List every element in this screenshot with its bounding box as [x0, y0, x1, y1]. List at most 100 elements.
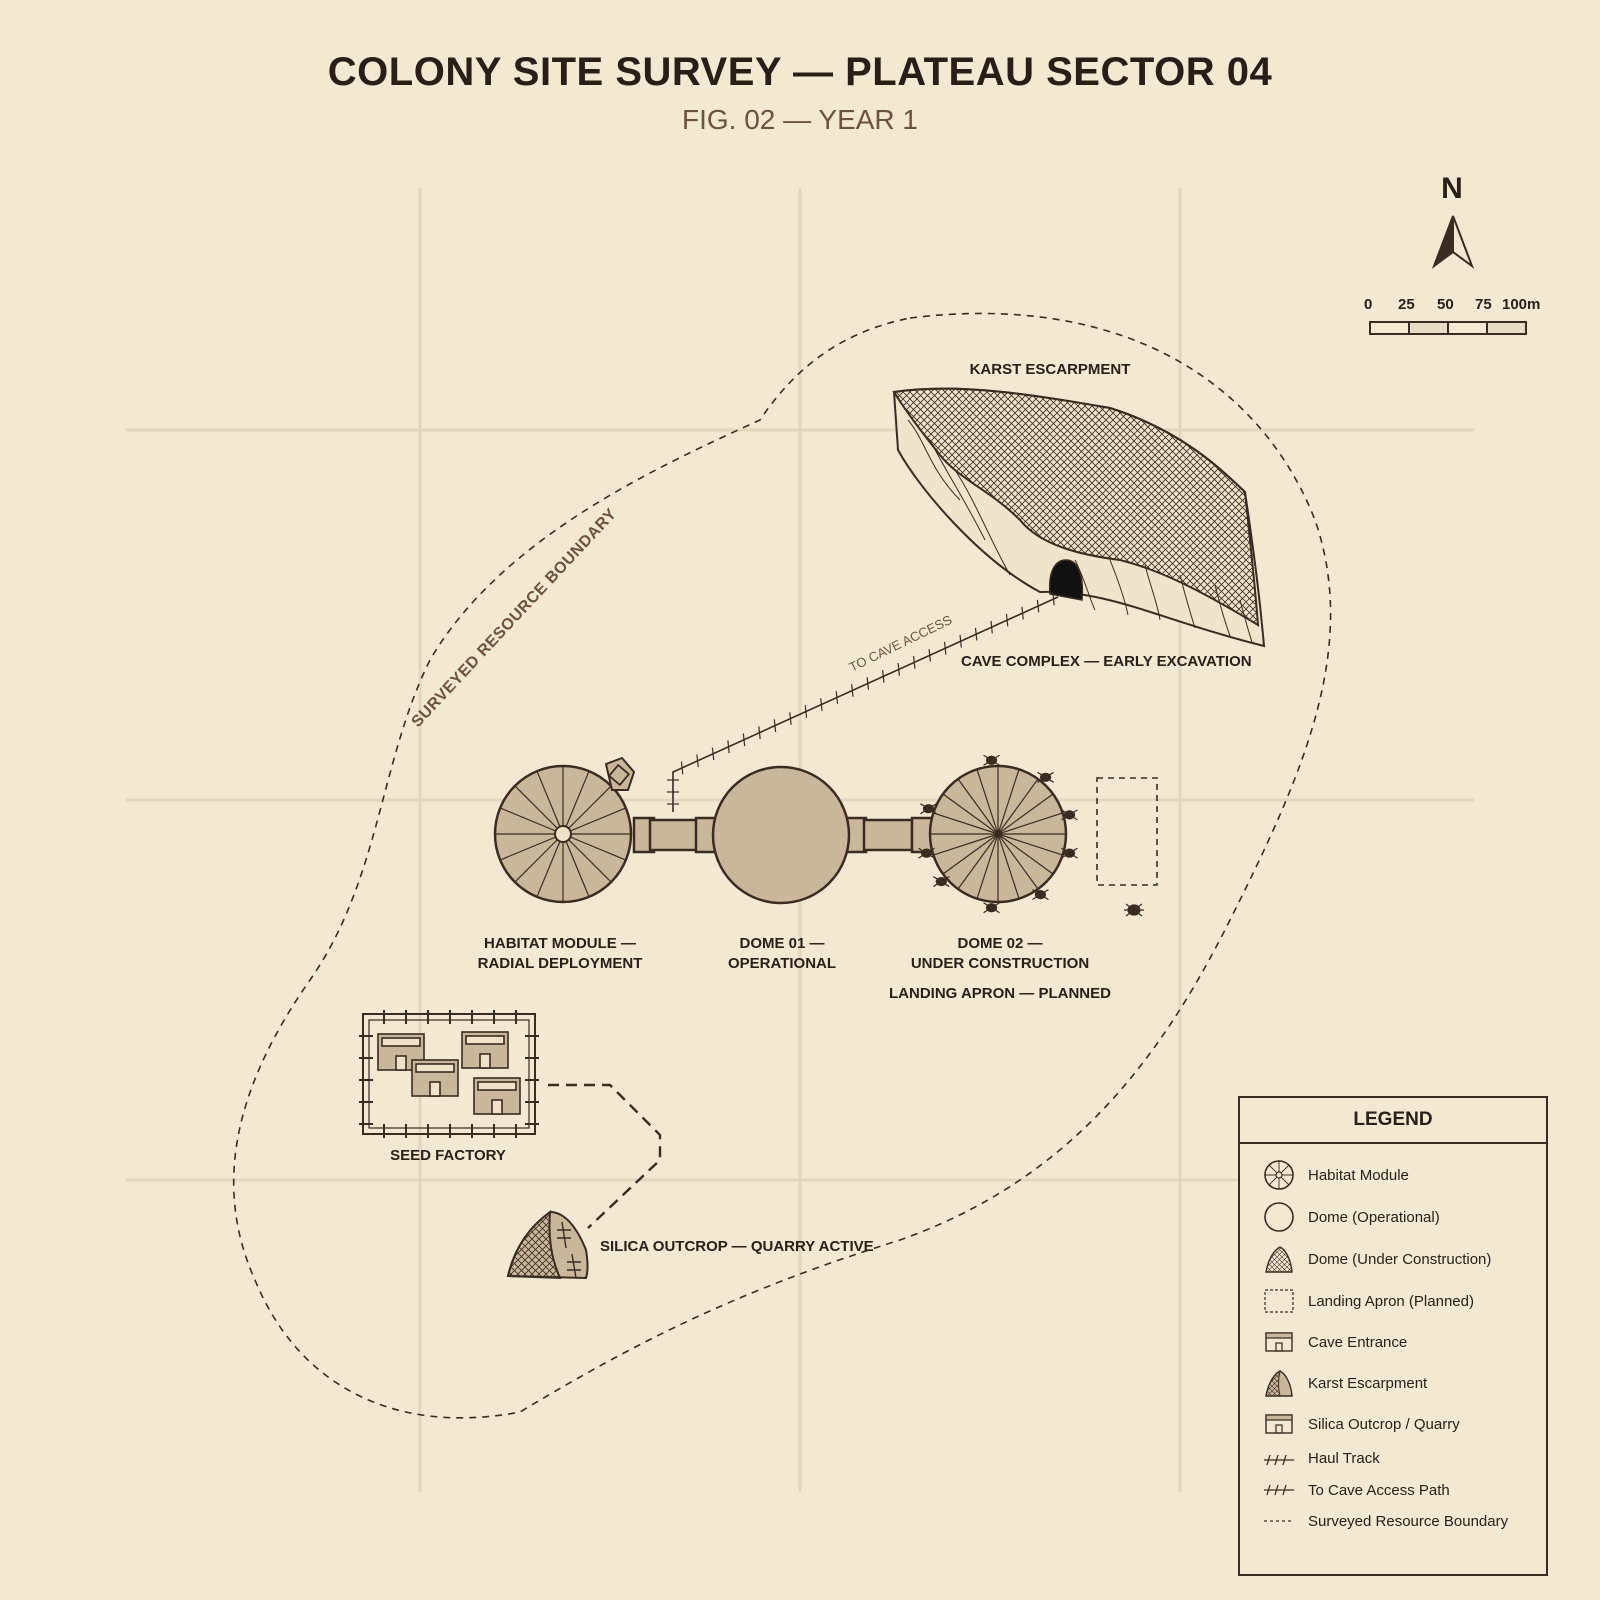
track-tick — [974, 627, 978, 641]
spoke-line — [933, 833, 999, 856]
track-tick — [696, 754, 699, 768]
resource-boundary-line — [232, 312, 1332, 1419]
legend-label-silica: Silica Outcrop / Quarry — [1308, 1415, 1460, 1433]
landing-apron — [1096, 777, 1158, 886]
track-tick — [990, 620, 993, 634]
legend-label-landing-apron: Landing Apron (Planned) — [1308, 1292, 1474, 1310]
track-tick — [773, 719, 777, 733]
spoke-line — [942, 833, 999, 875]
legend-item-boundary: Surveyed Resource Boundary — [1262, 1504, 1508, 1538]
scale-tick-100m: 100m — [1502, 296, 1541, 313]
construction-bot-legs — [983, 754, 1000, 766]
spoke-line — [562, 807, 627, 835]
track-tick — [789, 712, 792, 725]
track-tick — [820, 698, 823, 711]
habitat-label-line2: RADIAL DEPLOYMENT — [477, 955, 643, 972]
track-tick — [959, 634, 962, 648]
scale-tick-50: 50 — [1437, 296, 1454, 313]
seed-factory — [359, 1010, 539, 1138]
landing-apron-icon — [1264, 1289, 1294, 1313]
track-tick — [1005, 613, 1009, 627]
construction-bot-legs — [983, 902, 1000, 914]
track-tick — [866, 677, 870, 690]
spoke-line — [997, 833, 1039, 890]
boundary-line-icon — [1264, 1520, 1294, 1522]
karst-escarpment — [892, 387, 1266, 648]
spoke-line — [957, 778, 999, 835]
track-tick — [928, 648, 931, 662]
spoke-line — [933, 812, 999, 835]
spoke-line — [562, 770, 590, 835]
spoke-line — [499, 807, 564, 835]
construction-bot-legs — [920, 803, 937, 815]
legend-title: LEGEND — [1240, 1098, 1546, 1144]
spoke-line — [957, 833, 999, 890]
north-arrow-icon — [1431, 215, 1475, 269]
cave-access-track — [667, 592, 1059, 812]
factory-door — [491, 1099, 503, 1115]
cave-path-icon — [1264, 1484, 1294, 1496]
haul-track-icon — [1264, 1454, 1294, 1466]
cave-entrance-icon — [1265, 1332, 1293, 1352]
track-tick — [804, 705, 808, 718]
boundary-label: SURVEYED RESOURCE BOUNDARY — [408, 505, 620, 730]
track-tick — [680, 761, 684, 775]
haul-track — [548, 1083, 662, 1229]
spoke-line — [562, 833, 612, 883]
construction-bot-legs — [918, 847, 935, 859]
track-tick — [1021, 606, 1024, 620]
spoke-line — [562, 833, 627, 861]
track-tick — [882, 670, 885, 683]
spoke-line — [997, 833, 1054, 875]
cave-path-label: TO CAVE ACCESS — [847, 612, 955, 675]
map-subtitle: FIG. 02 — YEAR 1 — [681, 104, 919, 135]
habitat-label-line1: HABITAT MODULE — — [484, 935, 636, 952]
track-tick — [1052, 592, 1055, 606]
spoke-line — [997, 833, 1063, 856]
legend-item-dome-operational: Dome (Operational) — [1262, 1200, 1440, 1234]
legend-item-habitat: Habitat Module — [1262, 1158, 1409, 1192]
karst-label: KARST ESCARPMENT — [969, 361, 1131, 378]
legend-label-cave-path: To Cave Access Path — [1308, 1481, 1450, 1499]
scale-tick-75: 75 — [1475, 296, 1492, 313]
dome-01 — [711, 765, 851, 905]
dome01-label-line2: OPERATIONAL — [727, 955, 837, 972]
map-title: COLONY SITE SURVEY — PLATEAU SECTOR 04 — [327, 50, 1273, 94]
track-tick — [758, 726, 761, 740]
cave-entrance-icon — [1048, 559, 1084, 601]
dome-operational-icon — [1264, 1202, 1294, 1232]
spoke-line — [514, 833, 564, 883]
legend-item-silica: Silica Outcrop / Quarry — [1262, 1407, 1460, 1441]
dome02-label-line1: DOME 02 — — [957, 935, 1043, 952]
habitat-module-icon — [1264, 1160, 1294, 1190]
spoke-line — [562, 785, 612, 835]
spoke-line — [997, 812, 1063, 835]
dome02-label-line2: UNDER CONSTRUCTION — [910, 955, 1090, 972]
track-tick — [851, 684, 854, 697]
silica-quarry-icon — [1265, 1414, 1293, 1434]
spoke-line — [976, 769, 999, 835]
factory-roof — [477, 1081, 517, 1091]
factory-roof — [381, 1037, 421, 1047]
legend-label-karst: Karst Escarpment — [1308, 1374, 1428, 1392]
construction-bot-legs — [1061, 809, 1078, 821]
dome01-label: DOME 01 — OPERATIONAL — [692, 934, 872, 974]
track-tick — [897, 663, 901, 676]
scale-tick-25: 25 — [1398, 296, 1415, 313]
legend-item-cave-entrance: Cave Entrance — [1262, 1325, 1407, 1359]
legend: LEGEND Habitat Module Dome (Operational)… — [1238, 1096, 1548, 1576]
spoke-line — [536, 833, 564, 898]
scale-tick-0: 0 — [1364, 296, 1373, 313]
spoke-line — [499, 833, 564, 861]
spoke-line — [997, 769, 1020, 835]
silica-label: SILICA OUTCROP — QUARRY ACTIVE — [600, 1238, 874, 1255]
dome-construction-icon — [1265, 1246, 1293, 1273]
karst-escarpment-icon — [1265, 1370, 1293, 1397]
apron-label: LANDING APRON — PLANNED — [889, 985, 1111, 1002]
legend-label-dome-construction: Dome (Under Construction) — [1308, 1250, 1492, 1268]
habitat-label: HABITAT MODULE — RADIAL DEPLOYMENT — [460, 934, 660, 974]
legend-item-dome-construction: Dome (Under Construction) — [1262, 1242, 1491, 1276]
factory-door — [395, 1055, 407, 1071]
silica-outcrop — [506, 1209, 589, 1280]
